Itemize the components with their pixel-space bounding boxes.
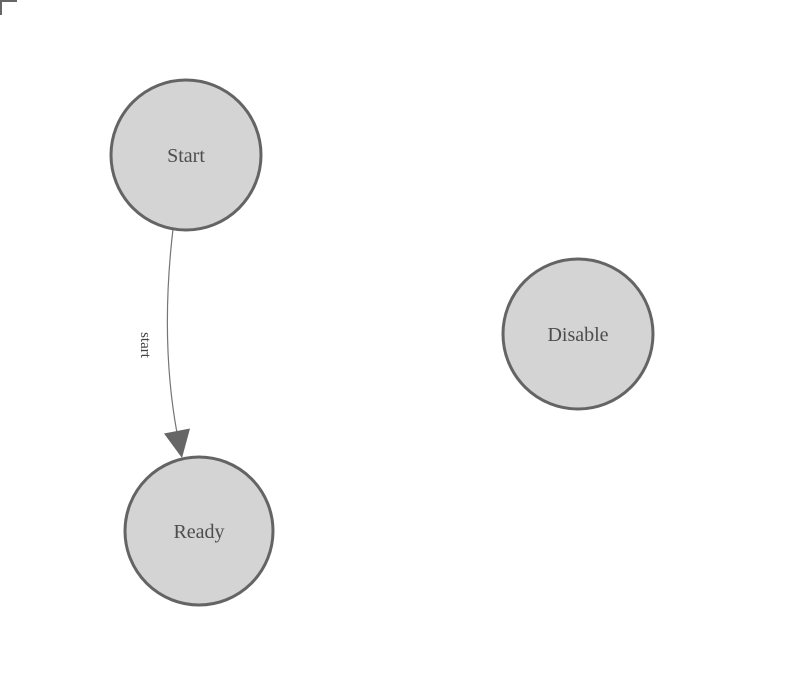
edge-label-start[interactable]: start <box>137 332 153 359</box>
state-node-start-label: Start <box>167 145 205 167</box>
state-node-ready[interactable]: Ready <box>123 455 275 607</box>
canvas-origin-marker-icon <box>0 0 17 15</box>
state-node-ready-label: Ready <box>173 521 224 543</box>
state-node-ready-circle[interactable] <box>123 455 275 607</box>
state-node-disable[interactable]: Disable <box>501 257 655 411</box>
state-node-disable-label: Disable <box>547 324 608 346</box>
arrowhead-icon <box>164 428 190 458</box>
edge-start-to-ready[interactable]: start <box>137 228 190 458</box>
state-node-disable-circle[interactable] <box>501 257 655 411</box>
state-node-start-circle[interactable] <box>109 78 263 232</box>
state-node-start[interactable]: Start <box>109 78 263 232</box>
edge-start-to-ready-line[interactable] <box>166 228 178 434</box>
